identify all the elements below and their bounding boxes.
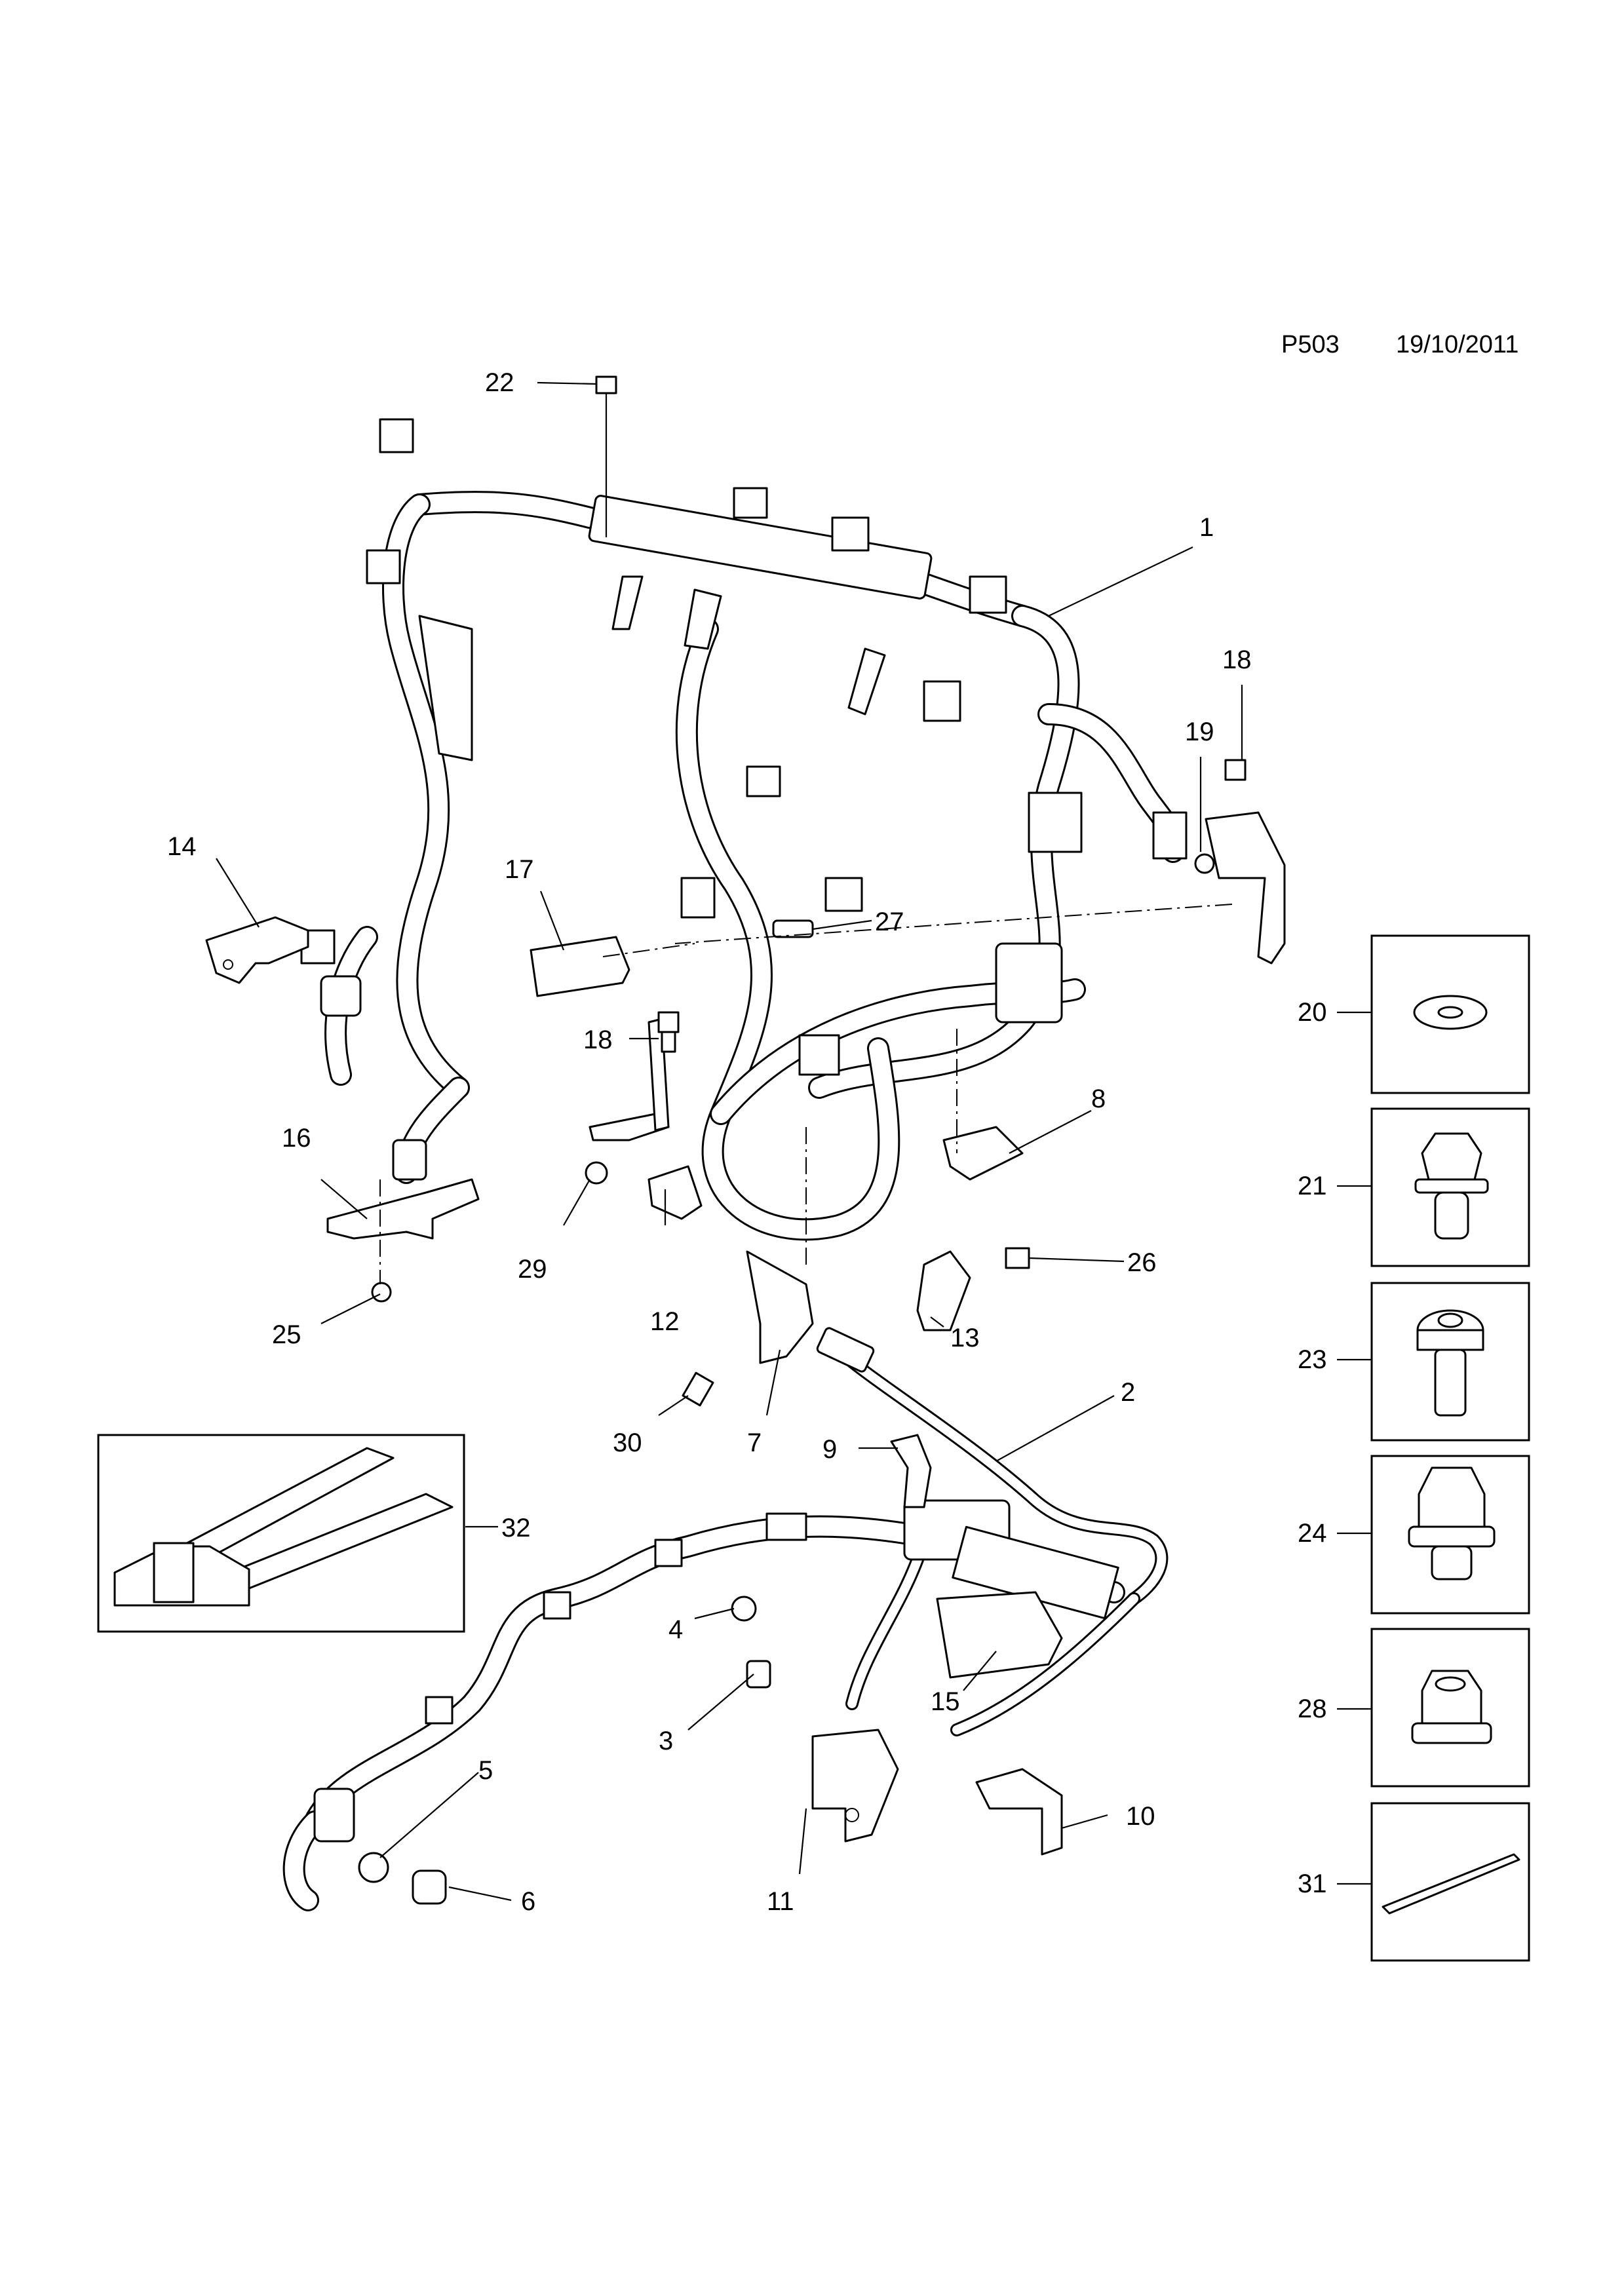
bolt-22 [595, 375, 617, 537]
inset-number-23: 23 [1298, 1345, 1327, 1374]
bracket-8 [942, 1126, 1024, 1181]
inset-number-31: 31 [1298, 1869, 1327, 1898]
callout-18b: 18 [583, 1025, 613, 1054]
callout-27: 27 [875, 908, 904, 936]
bracket-11 [811, 1729, 899, 1843]
inset-box-23: 23 [1298, 1282, 1530, 1442]
inset-box-32 [97, 1434, 465, 1633]
grommet-5 [358, 1852, 389, 1883]
callout-30: 30 [613, 1428, 642, 1457]
callout-3: 3 [659, 1727, 673, 1755]
engine-wiring-harness [300, 418, 1188, 1241]
inset-number-21: 21 [1298, 1172, 1327, 1200]
inset-box-20: 20 [1298, 934, 1530, 1094]
inset-number-20: 20 [1298, 998, 1327, 1027]
callout-14: 14 [167, 832, 197, 861]
inset-box-31: 31 [1298, 1802, 1530, 1962]
battery-cable [282, 1327, 1169, 1911]
callout-6: 6 [521, 1887, 535, 1916]
callout-25: 25 [272, 1320, 301, 1349]
inset-box-24: 24 [1298, 1455, 1530, 1615]
inset-box-21: 21 [1298, 1107, 1530, 1267]
callout-9: 9 [822, 1435, 837, 1464]
page-code: P503 [1281, 331, 1340, 358]
cap-6 [412, 1869, 447, 1905]
callout-12: 12 [650, 1307, 680, 1336]
callout-17: 17 [505, 855, 534, 884]
bracket-9 [890, 1434, 932, 1508]
callout-1: 1 [1199, 513, 1214, 542]
inset-number-28: 28 [1298, 1694, 1327, 1723]
page-date: 19/10/2011 [1396, 331, 1519, 358]
bolt-30 [682, 1371, 714, 1407]
nut-29 [585, 1161, 608, 1185]
bracket-14 [205, 916, 309, 984]
bracket-7 [746, 1250, 814, 1364]
callout-10: 10 [1126, 1802, 1155, 1831]
callout-11: 11 [767, 1887, 794, 1916]
bracket-17 [530, 936, 630, 997]
bracket-19-18 [1194, 759, 1286, 965]
callout-22: 22 [485, 368, 514, 397]
callout-5: 5 [478, 1756, 493, 1785]
callout-8: 8 [1091, 1084, 1106, 1113]
callout-2: 2 [1121, 1378, 1135, 1407]
callout-32: 32 [501, 1514, 531, 1542]
callout-16: 16 [282, 1124, 311, 1153]
callout-18a: 18 [1222, 645, 1252, 674]
bolt-18b [657, 1011, 680, 1053]
bracket-16 [326, 1178, 480, 1240]
inset-box-28: 28 [1298, 1628, 1530, 1788]
bracket-10 [975, 1768, 1063, 1856]
callout-7: 7 [747, 1428, 762, 1457]
callout-19: 19 [1185, 718, 1214, 746]
bracket-18 [589, 1018, 670, 1141]
callout-4: 4 [668, 1615, 683, 1644]
bracket-13 [916, 1250, 971, 1331]
bracket-15 [936, 1591, 1063, 1679]
bolt-26 [1005, 1247, 1030, 1269]
callout-26: 26 [1127, 1248, 1157, 1277]
nut-25 [371, 1282, 392, 1303]
callout-15: 15 [931, 1687, 960, 1716]
callout-13: 13 [950, 1324, 980, 1352]
bracket-12 [648, 1165, 703, 1220]
bolt-3 [746, 1660, 771, 1689]
inset-number-24: 24 [1298, 1519, 1327, 1548]
callout-29: 29 [518, 1255, 547, 1284]
nut-4 [731, 1596, 757, 1622]
